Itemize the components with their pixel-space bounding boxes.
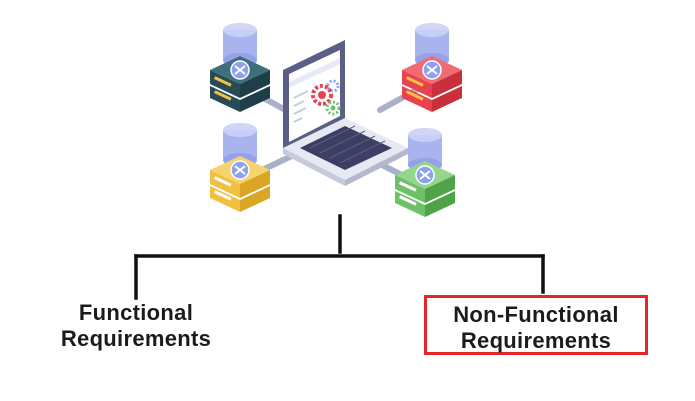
tree-connector [134,214,545,300]
non-functional-line-1: Non-Functional [453,302,619,327]
server-teal-icon [210,23,270,112]
functional-requirements-label: Functional Requirements [40,300,232,352]
gear-icon [311,79,341,116]
functional-line-1: Functional [78,300,194,325]
functional-line-2: Requirements [60,326,212,351]
non-functional-requirements-label: Non-Functional Requirements [424,295,648,355]
non-functional-line-2: Requirements [460,328,612,353]
server-green-icon [395,128,455,217]
laptop-icon [283,40,408,186]
server-yellow-icon [210,123,270,212]
server-red-icon [402,23,462,112]
